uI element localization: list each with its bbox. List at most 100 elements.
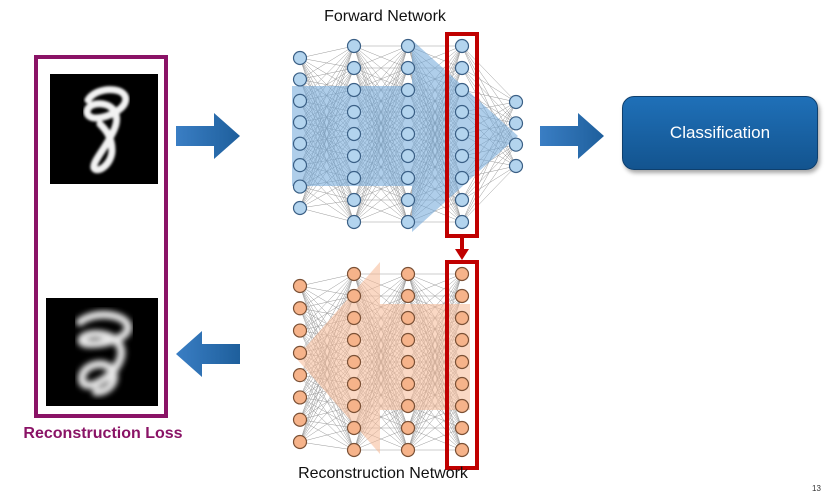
network-node xyxy=(454,104,470,120)
network-edge xyxy=(461,45,517,124)
network-node xyxy=(400,288,416,304)
network-node xyxy=(454,310,470,326)
network-node xyxy=(400,442,416,458)
reconstruction-loss-label: Reconstruction Loss xyxy=(23,425,183,442)
network-node xyxy=(292,412,308,427)
network-node xyxy=(346,398,362,414)
page-number: 13 xyxy=(812,484,821,493)
network-node xyxy=(346,104,362,120)
reconstructed-digit-image xyxy=(46,298,158,406)
network-node xyxy=(454,420,470,436)
network-node xyxy=(292,93,308,108)
network-node xyxy=(292,278,308,294)
network-node xyxy=(454,442,470,458)
network-node xyxy=(454,148,470,164)
network-node xyxy=(508,116,524,131)
arrow-forward-to-classification xyxy=(540,113,604,159)
network-node xyxy=(454,38,470,54)
network-node xyxy=(400,398,416,414)
network-edge xyxy=(299,273,355,309)
network-node xyxy=(346,170,362,186)
network-edge xyxy=(353,45,409,69)
network-node xyxy=(346,214,362,230)
network-edge xyxy=(299,45,355,59)
network-node xyxy=(346,310,362,326)
network-edge xyxy=(461,45,517,103)
network-node xyxy=(292,50,308,66)
arrow-input-to-forward xyxy=(176,113,240,159)
network-edge xyxy=(461,67,517,124)
network-node xyxy=(346,38,362,54)
network-edge xyxy=(407,405,463,451)
network-node xyxy=(400,126,416,142)
network-edge xyxy=(299,207,355,223)
network-node xyxy=(346,442,362,458)
network-node xyxy=(508,158,524,174)
network-edge xyxy=(299,427,355,443)
network-edge xyxy=(353,45,409,91)
network-node xyxy=(454,288,470,304)
network-edge xyxy=(299,45,355,80)
network-node xyxy=(400,266,416,282)
network-node xyxy=(346,354,362,370)
network-node xyxy=(454,398,470,414)
reconstruction-loss-frame xyxy=(34,55,168,418)
network-edge xyxy=(299,273,355,331)
network-node xyxy=(400,38,416,54)
network-node xyxy=(400,420,416,436)
network-edge xyxy=(299,199,355,209)
network-edge xyxy=(407,427,463,451)
network-node xyxy=(454,170,470,186)
network-node xyxy=(346,192,362,208)
network-node xyxy=(400,376,416,392)
network-node xyxy=(454,126,470,142)
network-node xyxy=(400,148,416,164)
network-node xyxy=(346,288,362,304)
network-node xyxy=(346,60,362,76)
network-node xyxy=(454,192,470,208)
network-edge xyxy=(353,199,409,223)
network-edge xyxy=(299,273,355,353)
network-node xyxy=(400,60,416,76)
reconstruction-network-nodes xyxy=(292,266,470,458)
network-node xyxy=(400,332,416,348)
network-edge xyxy=(461,67,517,103)
network-node xyxy=(400,192,416,208)
network-node xyxy=(292,179,308,194)
network-node xyxy=(292,301,308,316)
network-node xyxy=(346,266,362,282)
network-node xyxy=(454,60,470,76)
network-node xyxy=(400,104,416,120)
network-node xyxy=(454,266,470,282)
forward-network-nodes xyxy=(292,38,524,230)
network-edge xyxy=(299,273,355,287)
network-node xyxy=(400,354,416,370)
network-edge xyxy=(461,144,517,223)
network-node xyxy=(292,72,308,87)
network-edge xyxy=(299,441,355,451)
latent-link-arrow xyxy=(455,236,469,260)
network-node xyxy=(508,94,524,110)
network-node xyxy=(454,332,470,348)
network-node xyxy=(292,136,308,151)
input-digit-image xyxy=(50,74,158,184)
network-edge xyxy=(353,405,409,451)
network-edge xyxy=(353,427,409,451)
network-node xyxy=(400,170,416,186)
network-node xyxy=(454,376,470,392)
network-node xyxy=(400,82,416,98)
network-node xyxy=(292,390,308,405)
forward-network-title: Forward Network xyxy=(324,8,446,25)
reconstruction-flow-arrow xyxy=(296,262,470,454)
network-edge xyxy=(461,89,517,103)
reconstruction-latent-highlight xyxy=(445,260,479,470)
network-node xyxy=(454,354,470,370)
network-node xyxy=(292,434,308,450)
network-node xyxy=(400,214,416,230)
network-node xyxy=(292,158,308,173)
network-node xyxy=(346,420,362,436)
network-node xyxy=(292,115,308,130)
network-node xyxy=(346,82,362,98)
reconstruction-network-title: Reconstruction Network xyxy=(298,465,468,482)
